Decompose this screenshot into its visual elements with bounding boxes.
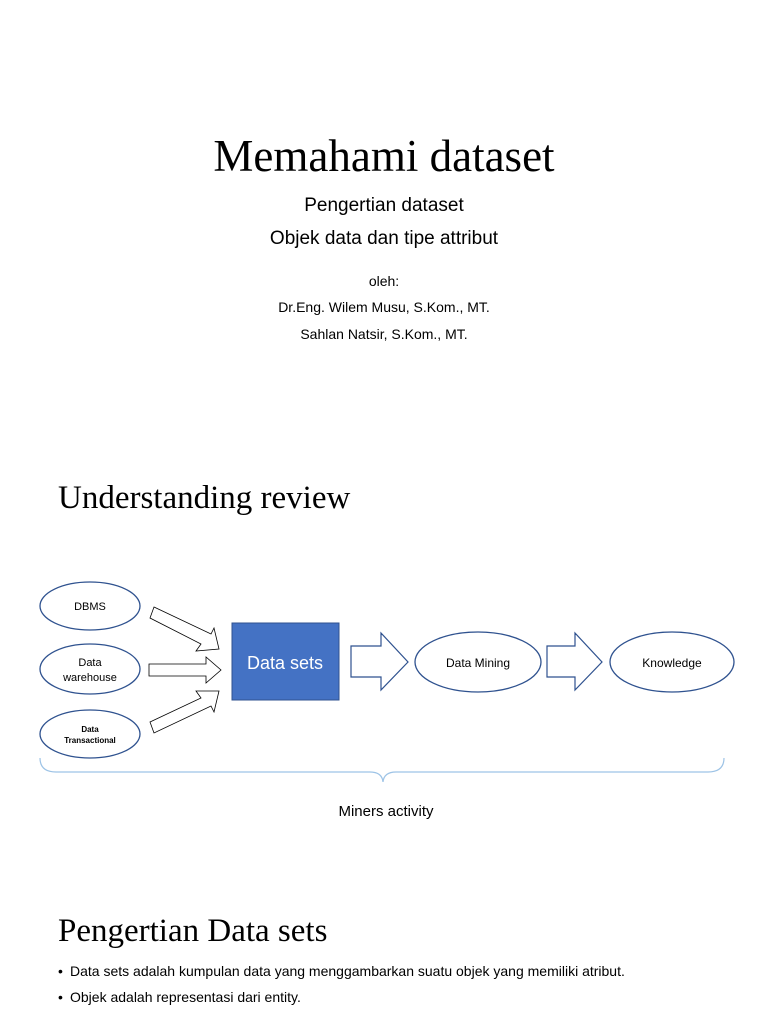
dbms-node <box>39 581 141 631</box>
datasets-label: Data sets <box>247 653 323 673</box>
slide-heading: Understanding review <box>58 480 351 516</box>
data-mining-node <box>414 631 542 693</box>
subtitle-line-2: Objek data dan tipe attribut <box>269 228 499 249</box>
data-warehouse-label-line-2: warehouse <box>62 672 117 684</box>
subtitle-line-1: Pengertian dataset <box>304 195 464 216</box>
knowledge-label: Knowledge <box>642 656 702 670</box>
miners-activity-label: Miners activity <box>338 803 434 820</box>
data-transactional-label-line-1: Data <box>81 725 99 734</box>
dbms-label: DBMS <box>74 601 106 613</box>
title-slide: Memahami dataset Pengertian dataset Obje… <box>0 0 768 440</box>
bullet-item: Data sets adalah kumpulan data yang meng… <box>58 962 718 980</box>
arrow-transactional-to-datasets <box>149 690 220 734</box>
arrow-datasets-to-mining <box>350 631 409 692</box>
author-1: Dr.Eng. Wilem Musu, S.Kom., MT. <box>278 299 490 315</box>
datasets-box <box>231 622 340 701</box>
slide-heading: Pengertian Data sets <box>58 913 328 949</box>
data-mining-label: Data Mining <box>446 656 510 670</box>
understanding-review-slide: Understanding review DBMS Data warehouse… <box>0 440 768 880</box>
data-warehouse-node <box>39 643 141 695</box>
data-warehouse-label-line-1: Data <box>78 657 102 669</box>
data-transactional-node <box>39 709 141 759</box>
arrow-dbms-to-datasets <box>149 606 220 652</box>
slide-title: Memahami dataset <box>213 131 555 181</box>
arrow-warehouse-to-datasets <box>148 656 222 684</box>
flow-diagram: DBMS Data warehouse Data Transactional D… <box>39 581 735 820</box>
miners-activity-brace <box>39 757 725 783</box>
bullet-list: Data sets adalah kumpulan data yang meng… <box>58 962 718 1014</box>
author-2: Sahlan Natsir, S.Kom., MT. <box>300 326 468 342</box>
arrow-mining-to-knowledge <box>546 631 603 692</box>
knowledge-node <box>609 631 735 693</box>
pengertian-slide: Pengertian Data sets Data sets adalah ku… <box>0 880 768 1024</box>
author-label: oleh: <box>368 273 400 289</box>
data-transactional-label-line-2: Transactional <box>64 736 116 745</box>
bullet-item: Objek adalah representasi dari entity. <box>58 988 718 1006</box>
